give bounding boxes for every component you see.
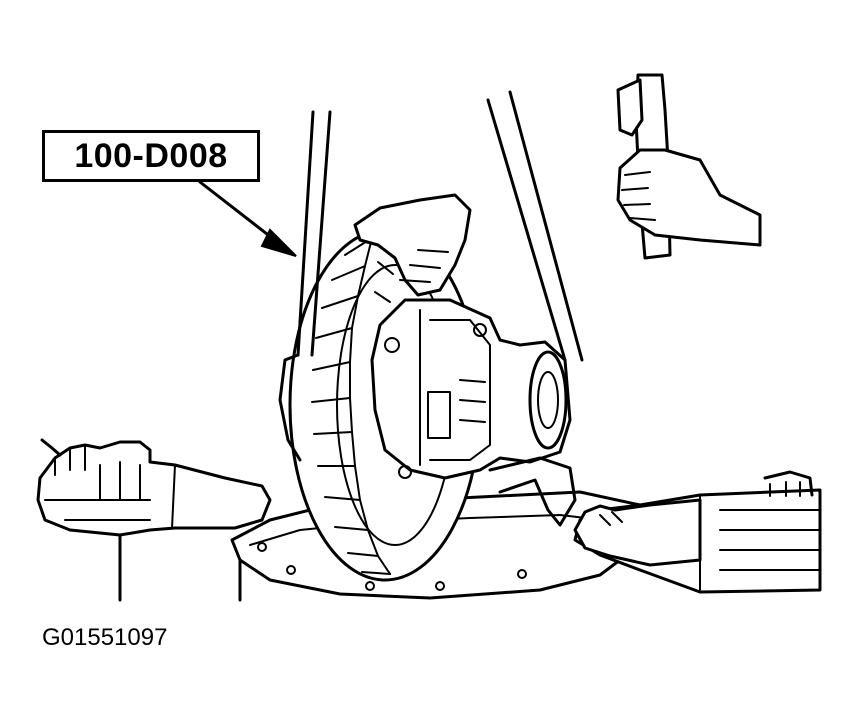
differential-case bbox=[370, 298, 577, 527]
tool-number: 100-D008 bbox=[74, 136, 228, 175]
arrow-icon bbox=[198, 180, 297, 257]
left-axle-tube bbox=[36, 438, 272, 537]
slide-hammer bbox=[616, 73, 762, 260]
tool-callout: 100-D008 bbox=[42, 130, 260, 182]
left-hand bbox=[353, 193, 472, 297]
figure-id: G01551097 bbox=[42, 624, 168, 651]
right-hand bbox=[573, 498, 702, 567]
puller-strap bbox=[296, 90, 584, 362]
